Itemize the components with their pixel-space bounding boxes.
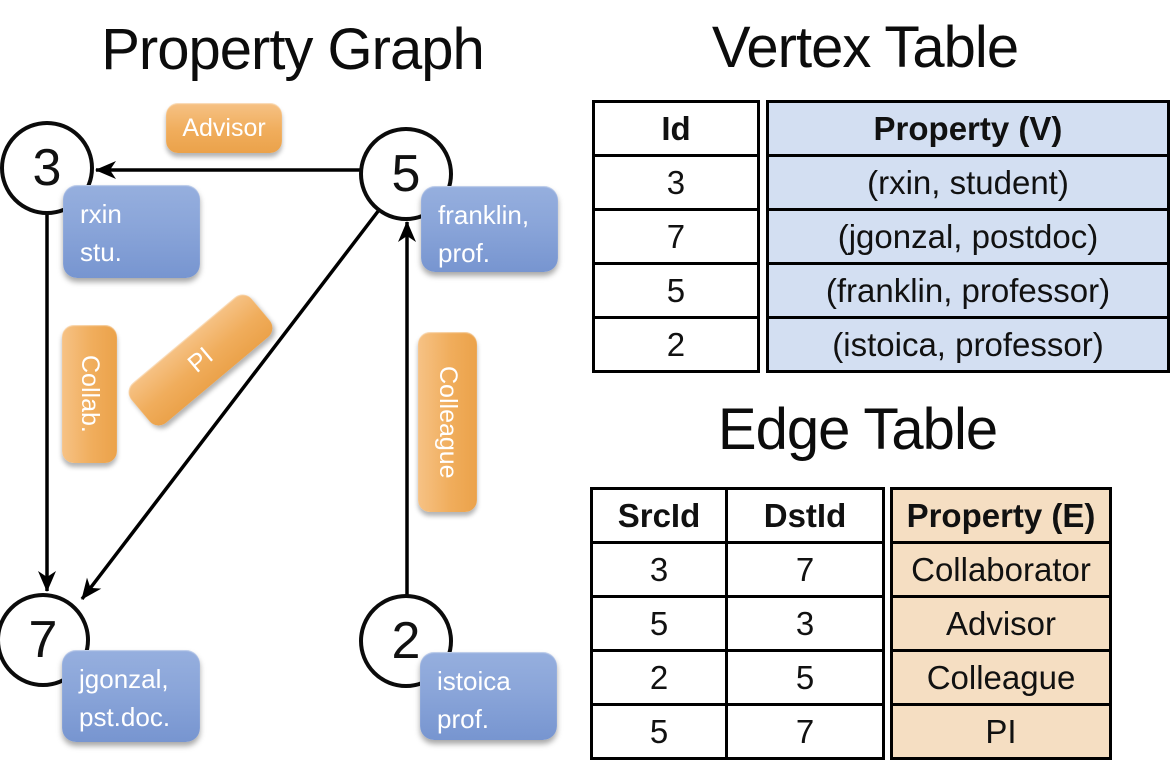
vertex-table-property-column: Property (V) (rxin, student) (jgonzal, p… <box>765 100 1170 373</box>
vertex-id-cell: 7 <box>592 208 760 265</box>
vertex-table-header-id: Id <box>592 100 760 157</box>
vertex-id-cell: 2 <box>592 316 760 373</box>
vertex-node-3-id: 3 <box>32 139 62 197</box>
vertex-node-5-id: 5 <box>391 145 421 203</box>
vertex-property-cell: (rxin, student) <box>765 154 1170 211</box>
vertex-property-line: istoica <box>437 666 511 696</box>
vertex-property-cell: (franklin, professor) <box>765 262 1170 319</box>
vertex-node-7-id: 7 <box>28 611 58 669</box>
vertex-property-line: stu. <box>80 237 122 267</box>
edge-src-cell: 3 <box>590 541 728 598</box>
vertex-property-cell: (jgonzal, postdoc) <box>765 208 1170 265</box>
edge-table: SrcId DstId 3 7 5 3 2 5 5 7 Property (E)… <box>590 487 1112 760</box>
vertex-table-title: Vertex Table <box>711 15 1019 80</box>
edge-table-header-srcid: SrcId <box>590 487 728 544</box>
vertex-property-box-7: jgonzal, pst.doc. <box>62 650 200 742</box>
edge-5-to-7 <box>80 208 381 601</box>
vertex-property-line: rxin <box>80 199 122 229</box>
vertex-property-box-2: istoica prof. <box>420 652 557 740</box>
vertex-table-id-column: Id 3 7 5 2 <box>592 100 760 373</box>
edge-property-cell: PI <box>890 703 1112 760</box>
edge-dst-cell: 7 <box>725 703 885 760</box>
vertex-id-cell: 3 <box>592 154 760 211</box>
vertex-property-line: prof. <box>438 238 491 268</box>
edge-dst-cell: 7 <box>725 541 885 598</box>
edge-src-cell: 5 <box>590 595 728 652</box>
vertex-node-2-id: 2 <box>391 612 421 670</box>
edge-table-header-property: Property (E) <box>890 487 1112 544</box>
edge-property-cell: Advisor <box>890 595 1112 652</box>
edge-label-advisor: Advisor <box>166 103 282 153</box>
edge-dst-cell: 3 <box>725 595 885 652</box>
edge-src-cell: 5 <box>590 703 728 760</box>
edge-table-id-columns: SrcId DstId 3 7 5 3 2 5 5 7 <box>590 487 885 760</box>
edge-table-header-dstid: DstId <box>725 487 885 544</box>
vertex-property-line: pst.doc. <box>79 702 171 732</box>
vertex-property-line: jgonzal, <box>79 664 169 694</box>
vertex-table: Id 3 7 5 2 Property (V) (rxin, student) … <box>592 100 1170 373</box>
vertex-property-box-3: rxin stu. <box>63 185 200 278</box>
vertex-property-line: prof. <box>437 704 490 734</box>
edge-property-cell: Collaborator <box>890 541 1112 598</box>
graph-edges-layer <box>38 161 416 601</box>
edge-label-collab: Collab. <box>62 325 117 463</box>
vertex-table-header-property: Property (V) <box>765 100 1170 157</box>
vertex-property-box-5: franklin, prof. <box>421 186 558 272</box>
edge-label-colleague: Colleague <box>418 332 477 512</box>
vertex-property-line: franklin, <box>438 200 530 230</box>
edge-src-cell: 2 <box>590 649 728 706</box>
vertex-node-5: 5 <box>359 127 453 221</box>
edge-table-title: Edge Table <box>717 397 998 462</box>
edge-property-cell: Colleague <box>890 649 1112 706</box>
edge-dst-cell: 5 <box>725 649 885 706</box>
vertex-property-cell: (istoica, professor) <box>765 316 1170 373</box>
property-graph-title: Property Graph <box>101 17 485 82</box>
edge-table-property-column: Property (E) Collaborator Advisor Collea… <box>890 487 1112 760</box>
vertex-id-cell: 5 <box>592 262 760 319</box>
